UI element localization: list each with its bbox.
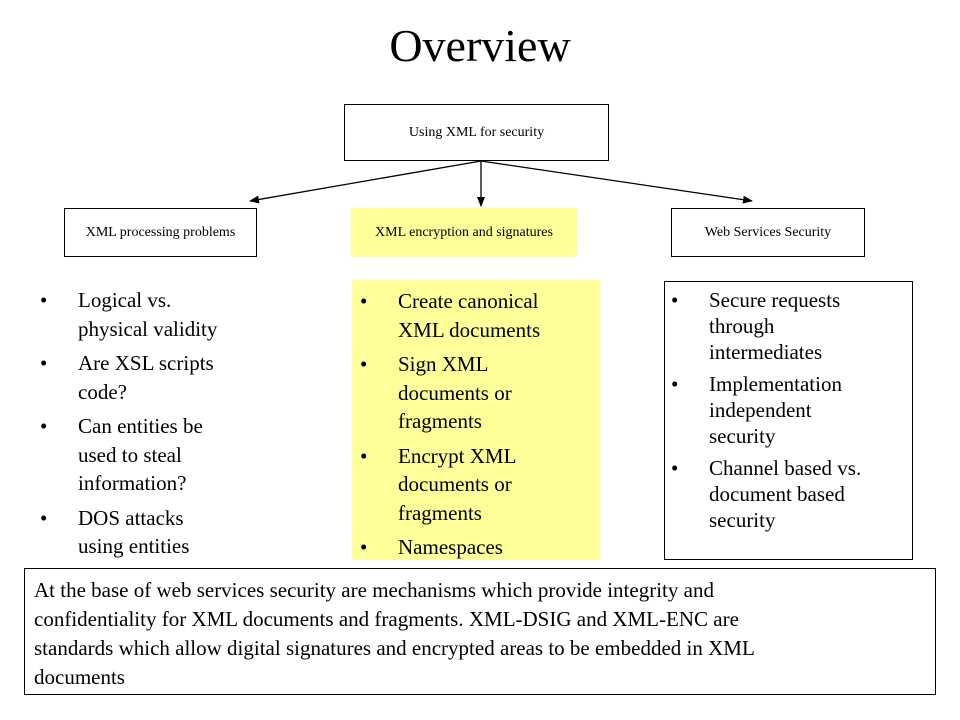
list-item-line: Secure requests bbox=[709, 288, 841, 312]
bullet-glyph: • bbox=[671, 288, 679, 312]
list-item-line: Namespaces bbox=[398, 535, 503, 559]
list-item-line: Are XSL scripts bbox=[78, 351, 214, 375]
list-item-line: Can entities be bbox=[78, 414, 203, 438]
root-node-label: Using XML for security bbox=[408, 124, 545, 140]
bullet-glyph: • bbox=[360, 289, 368, 313]
list-item-line: using entities bbox=[78, 534, 190, 558]
list-item-line: XML documents bbox=[398, 317, 541, 342]
list-item-line: through bbox=[709, 314, 775, 338]
node-web-services-security: Web Services Security bbox=[671, 208, 865, 257]
list-item-line: Encrypt XML bbox=[398, 443, 517, 468]
bullet-glyph: • bbox=[40, 351, 48, 375]
node-label: XML processing problems bbox=[85, 224, 236, 240]
bullet-glyph: • bbox=[360, 352, 368, 376]
bullet-glyph: • bbox=[40, 414, 48, 438]
list-item-line: intermediates bbox=[709, 340, 823, 364]
list-item-line: Implementation bbox=[709, 372, 842, 396]
list-item: • DOS attacks using entities bbox=[34, 504, 274, 561]
node-xml-encryption-signatures: XML encryption and signatures bbox=[351, 208, 577, 257]
list-item: • Encrypt XML documents or fragments bbox=[354, 442, 600, 528]
list-item-line: fragments bbox=[398, 500, 482, 525]
list-item-line: Logical vs. bbox=[78, 288, 172, 312]
list-item-line: fragments bbox=[398, 409, 482, 433]
bullet-glyph: • bbox=[40, 288, 48, 312]
list-item-line: Create canonical bbox=[398, 289, 539, 313]
list-item-line: Sign XML bbox=[398, 352, 489, 376]
summary-line: documents bbox=[34, 665, 125, 689]
summary-line: confidentiality for XML documents and fr… bbox=[34, 607, 739, 631]
list-item-line: information? bbox=[78, 471, 187, 495]
list-item-line: DOS attacks bbox=[78, 505, 184, 530]
node-xml-processing-problems: XML processing problems bbox=[64, 208, 257, 257]
bullet-glyph: • bbox=[360, 535, 368, 559]
list-item-line: document based bbox=[709, 482, 845, 506]
summary-line: At the base of web services security are… bbox=[34, 578, 714, 602]
summary-line: standards which allow digital signatures… bbox=[34, 636, 755, 660]
summary-box: At the base of web services security are… bbox=[24, 568, 936, 695]
list-item: • Are XSL scripts code? bbox=[34, 349, 274, 406]
slide-title: Overview bbox=[389, 20, 571, 71]
bullet-glyph: • bbox=[40, 505, 48, 530]
list-item-line: physical validity bbox=[78, 316, 218, 341]
list-item-line: used to steal bbox=[78, 442, 182, 467]
list-item: • Can entities be used to steal information… bbox=[34, 412, 274, 498]
list-item: • Sign XML documents or fragments bbox=[354, 350, 600, 436]
list-item-line: independent bbox=[709, 398, 812, 422]
bullet-glyph: • bbox=[671, 372, 679, 396]
list-item: • Logical vs. physical validity bbox=[34, 286, 274, 343]
list-item-line: security bbox=[709, 424, 776, 448]
list-item-line: documents or bbox=[398, 380, 512, 405]
node-label: XML encryption and signatures bbox=[375, 224, 553, 240]
arrow-to-xml-processing bbox=[249, 160, 482, 204]
root-node: Using XML for security bbox=[344, 104, 609, 161]
list-item-line: security bbox=[709, 508, 776, 532]
list-item-line: documents or bbox=[398, 472, 512, 496]
list-item: • Namespaces bbox=[354, 533, 600, 562]
bullet-glyph: • bbox=[671, 456, 679, 480]
bullet-list-xml-processing: • Logical vs. physical validity • Are XSL sc… bbox=[34, 286, 274, 567]
list-item-line: Channel based vs. bbox=[709, 456, 862, 480]
arrow-to-web-services bbox=[480, 160, 753, 204]
bullet-glyph: • bbox=[360, 443, 368, 468]
node-label: Web Services Security bbox=[704, 224, 832, 240]
list-item-line: code? bbox=[78, 379, 127, 404]
